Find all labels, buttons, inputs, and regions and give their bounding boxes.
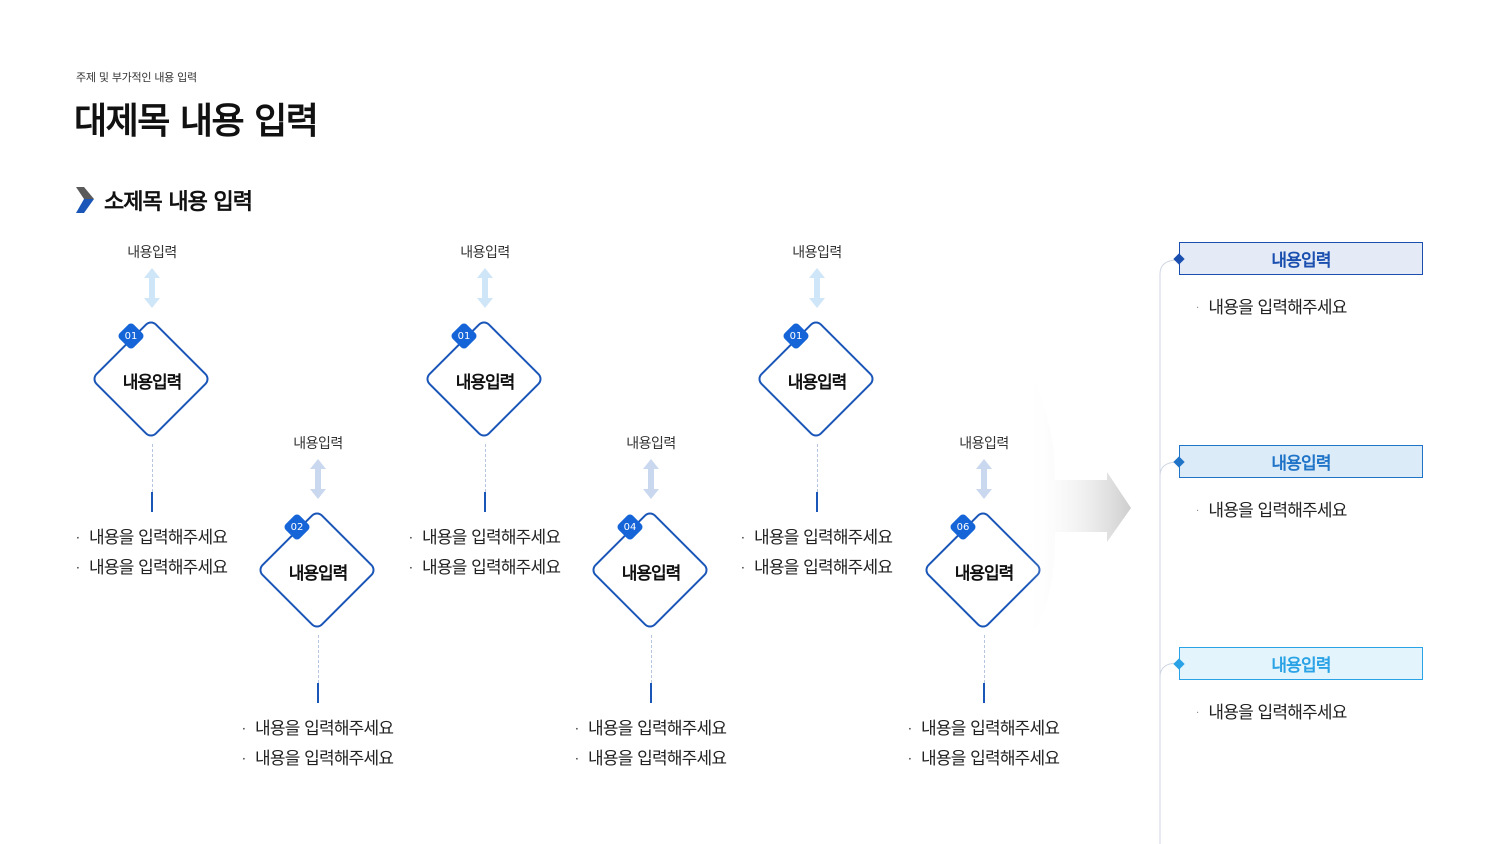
step-diamond: 내용입력 [753,316,881,444]
step-bullets: ·내용을 입력해주세요 ·내용을 입력해주세요 [741,523,893,583]
double-arrow-icon [809,268,825,308]
step-connector-solid [317,683,319,703]
bullet-item: ·내용을 입력해주세요 [242,719,394,739]
double-arrow-icon [144,268,160,308]
bullet-item: ·내용을 입력해주세요 [409,528,561,548]
step-connector-dashed [318,635,319,683]
step-label: 내용입력 [455,372,516,393]
double-arrow-icon [477,268,493,308]
step-top-label: 내용입력 [293,436,343,452]
step-top-label: 내용입력 [460,245,510,261]
step-number-badge: 04 [615,512,645,542]
step-top-label: 내용입력 [792,245,842,261]
bullet-item: ·내용을 입력해주세요 [908,749,1060,769]
step-number-badge: 06 [948,512,978,542]
chevron-right-icon [76,187,94,213]
double-arrow-icon [976,459,992,499]
page-subtitle: 주제 및 부가적인 내용 입력 [76,71,197,84]
step-connector-solid [650,683,652,703]
step-diamond: 내용입력 [88,316,216,444]
big-arrow-icon [1025,360,1131,650]
step-connector-dashed [984,635,985,683]
step-bullets: ·내용을 입력해주세요 ·내용을 입력해주세요 [409,523,561,583]
step-label: 내용입력 [954,563,1015,584]
step-connector-solid [151,492,153,512]
step-connector-dashed [152,444,153,492]
result-title-box: 내용입력 [1179,647,1423,680]
double-arrow-icon [310,459,326,499]
step-label: 내용입력 [787,372,848,393]
result-item: ·내용을 입력해주세요 [1196,298,1347,318]
result-title-box: 내용입력 [1179,445,1423,478]
step-number-badge: 01 [781,321,811,351]
step-label: 내용입력 [621,563,682,584]
section-title: 소제목 내용 입력 [104,190,253,215]
step-bullets: ·내용을 입력해주세요 ·내용을 입력해주세요 [242,714,394,774]
step-top-label: 내용입력 [626,436,676,452]
bullet-item: ·내용을 입력해주세요 [575,749,727,769]
step-number-badge: 01 [116,321,146,351]
step-bullets: ·내용을 입력해주세요 ·내용을 입력해주세요 [575,714,727,774]
section-header: 소제목 내용 입력 [76,184,253,216]
step-number: 02 [290,521,304,533]
step-connector-solid [983,683,985,703]
step-connector-dashed [651,635,652,683]
result-item: ·내용을 입력해주세요 [1196,501,1347,521]
step-connector-solid [484,492,486,512]
step-number: 04 [623,521,637,533]
bullet-item: ·내용을 입력해주세요 [76,558,228,578]
step-connector-dashed [485,444,486,492]
step-number-badge: 02 [282,512,312,542]
bullet-item: ·내용을 입력해주세요 [741,558,893,578]
result-item: ·내용을 입력해주세요 [1196,703,1347,723]
step-connector-solid [816,492,818,512]
step-bullets: ·내용을 입력해주세요 ·내용을 입력해주세요 [908,714,1060,774]
bullet-item: ·내용을 입력해주세요 [76,528,228,548]
page-title: 대제목 내용 입력 [74,101,319,142]
bullet-item: ·내용을 입력해주세요 [242,749,394,769]
step-diamond: 내용입력 [920,507,1048,635]
step-number: 01 [789,330,803,342]
step-label: 내용입력 [288,563,349,584]
bullet-item: ·내용을 입력해주세요 [908,719,1060,739]
bullet-item: ·내용을 입력해주세요 [741,528,893,548]
step-number: 01 [457,330,471,342]
step-label: 내용입력 [122,372,183,393]
step-number: 01 [124,330,138,342]
step-connector-dashed [817,444,818,492]
bullet-item: ·내용을 입력해주세요 [575,719,727,739]
step-bullets: ·내용을 입력해주세요 ·내용을 입력해주세요 [76,523,228,583]
results-connector [1159,259,1179,844]
bullet-item: ·내용을 입력해주세요 [409,558,561,578]
step-number: 06 [956,521,970,533]
step-top-label: 내용입력 [959,436,1009,452]
step-diamond: 내용입력 [254,507,382,635]
step-diamond: 내용입력 [421,316,549,444]
result-title-box: 내용입력 [1179,242,1423,275]
step-top-label: 내용입력 [127,245,177,261]
step-number-badge: 01 [449,321,479,351]
step-diamond: 내용입력 [587,507,715,635]
double-arrow-icon [643,459,659,499]
